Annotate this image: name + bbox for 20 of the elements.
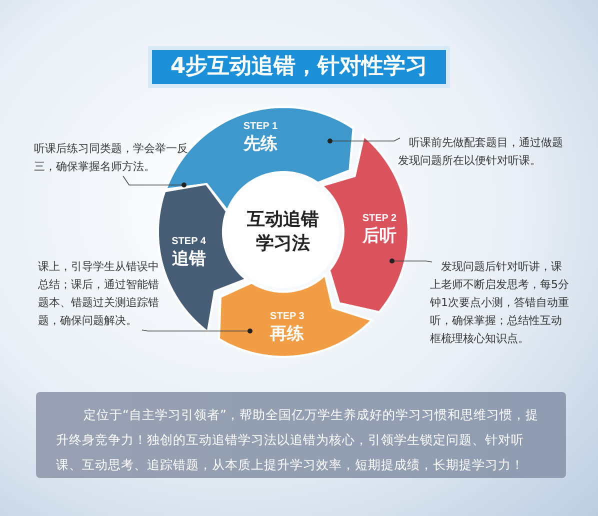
leader-line [390, 258, 432, 264]
callout-text: 听课前先做配套题目，通过做题发现问题所在以便针对听课。 [398, 135, 564, 169]
callout-text: 听课后练习同类题，学会举一反三，确保掌握名师方法。 [34, 141, 189, 175]
summary-panel [36, 392, 566, 478]
step-number: STEP 4 [172, 236, 206, 247]
callout-text: 课上，引导学生从错误中总结；课后，通过智能错题本、错题过关测追踪错题，确保问题解决。 [38, 259, 160, 329]
summary-text: 定位于“自主学习引领者”，帮助全国亿万学生养成好的学习习惯和思维习惯，提升终身竞争力！独创的互动追错学习法以追错为核心，引领学生锁定问题、针对听课、互动思考、追踪错题，从本质上提升学习效率，短期提成绩，长期提学习力！ [56, 406, 540, 474]
step-name: 追错 [172, 248, 206, 270]
step-name: 后听 [362, 225, 397, 248]
leader-line [122, 176, 186, 188]
step-number: STEP 1 [243, 121, 278, 132]
step-number: STEP 2 [362, 213, 397, 224]
leader-line [142, 328, 252, 334]
title-banner: 4步互动追错，针对性学习 [152, 50, 446, 84]
step-number: STEP 3 [270, 311, 304, 322]
step-name: 再练 [270, 323, 304, 346]
callout-text: 发现问题后针对听讲，课上老师不断启发思考，每5分钟1次要点小测，答错自动重听，确保掌握；总结性互动框梳理核心知识点。 [430, 259, 570, 347]
center-title: 互动追错学习法 [246, 208, 320, 256]
step-name: 先练 [243, 133, 278, 156]
leader-line [328, 138, 400, 144]
